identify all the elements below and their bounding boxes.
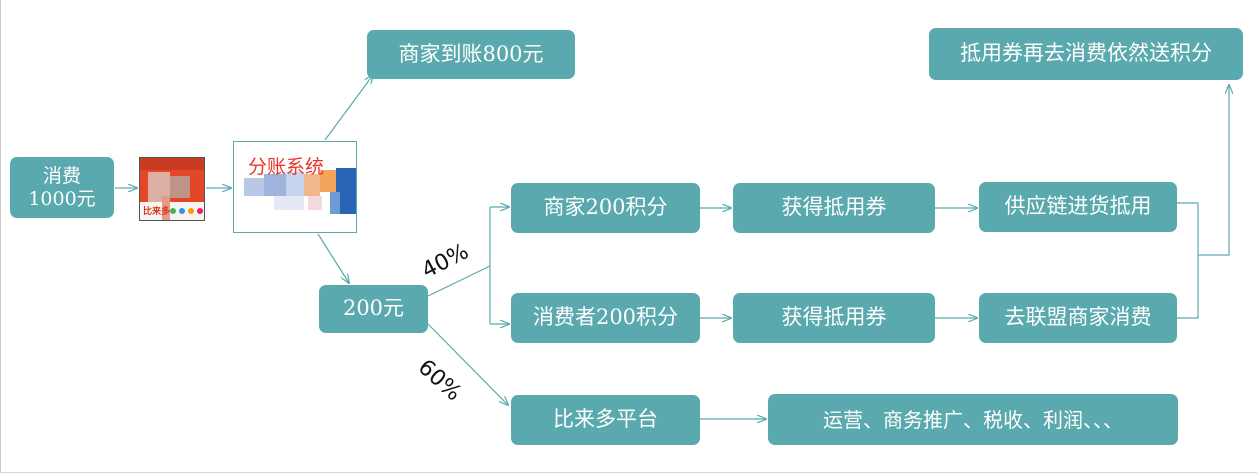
app-thumb-brand: 比来多 — [143, 207, 171, 217]
app-dot-icon — [197, 208, 203, 214]
arrow-up-to-voucher-again — [1198, 85, 1229, 256]
blur-pixel — [264, 174, 286, 196]
app-thumbnail-image: 比来多 — [139, 157, 205, 221]
blur-pixel — [286, 172, 304, 196]
consumer-points-label: 消费者200积分 — [532, 305, 679, 330]
get-voucher-node-1: 获得抵用券 — [733, 183, 935, 233]
operations-label: 运营、商务推广、税收、利润、、、 — [823, 407, 1123, 432]
alliance-consume-label: 去联盟商家消费 — [1004, 305, 1152, 330]
amount-200-label: 200元 — [342, 296, 405, 321]
blur-pixel — [336, 168, 356, 214]
app-thumb-header — [140, 158, 204, 170]
consume-node: 消费 1000元 — [10, 157, 114, 218]
merchant-points-node: 商家200积分 — [511, 183, 700, 233]
bracket-right — [1177, 202, 1199, 319]
get-voucher-label-2: 获得抵用券 — [781, 305, 887, 330]
blur-pixel — [308, 196, 322, 210]
split-system-image: 分账系统 — [233, 141, 357, 233]
platform-label: 比来多平台 — [553, 407, 658, 432]
arrow-200-to-platform — [427, 323, 508, 405]
voucher-again-label: 抵用券再去消费依然送积分 — [960, 41, 1212, 66]
amount-200-node: 200元 — [319, 285, 428, 333]
alliance-consume-node: 去联盟商家消费 — [979, 293, 1177, 343]
blur-pixel — [330, 192, 340, 214]
merchant-receive-node: 商家到账800元 — [367, 30, 575, 79]
app-thumb-blur — [170, 176, 190, 198]
split-system-label: 分账系统 — [248, 156, 325, 178]
merchant-receive-label: 商家到账800元 — [398, 41, 544, 66]
app-dot-icon — [179, 208, 185, 214]
blur-pixel — [320, 170, 336, 192]
consumer-points-node: 消费者200积分 — [511, 293, 700, 343]
arrow-split-to-merchant — [324, 75, 373, 141]
app-thumb-blur — [148, 172, 170, 202]
blur-pixel — [244, 178, 264, 196]
blur-pixel — [274, 196, 304, 210]
app-dot-icon — [188, 208, 194, 214]
merchant-points-label: 商家200积分 — [543, 195, 668, 220]
consume-amount: 1000元 — [28, 187, 96, 210]
supply-chain-label: 供应链进货抵用 — [1004, 194, 1152, 219]
get-voucher-label-1: 获得抵用券 — [781, 195, 887, 220]
consume-label: 消费 — [42, 164, 81, 187]
supply-chain-node: 供应链进货抵用 — [979, 182, 1177, 232]
platform-node: 比来多平台 — [511, 395, 700, 445]
arrow-split-to-200 — [317, 233, 349, 283]
operations-node: 运营、商务推广、税收、利润、、、 — [768, 394, 1178, 445]
bracket-200-to-points — [427, 265, 491, 297]
app-thumb-blur — [162, 196, 170, 220]
get-voucher-node-2: 获得抵用券 — [733, 293, 935, 343]
app-dot-icon — [170, 208, 176, 214]
blur-pixel — [304, 174, 320, 196]
voucher-again-node: 抵用券再去消费依然送积分 — [929, 28, 1243, 80]
